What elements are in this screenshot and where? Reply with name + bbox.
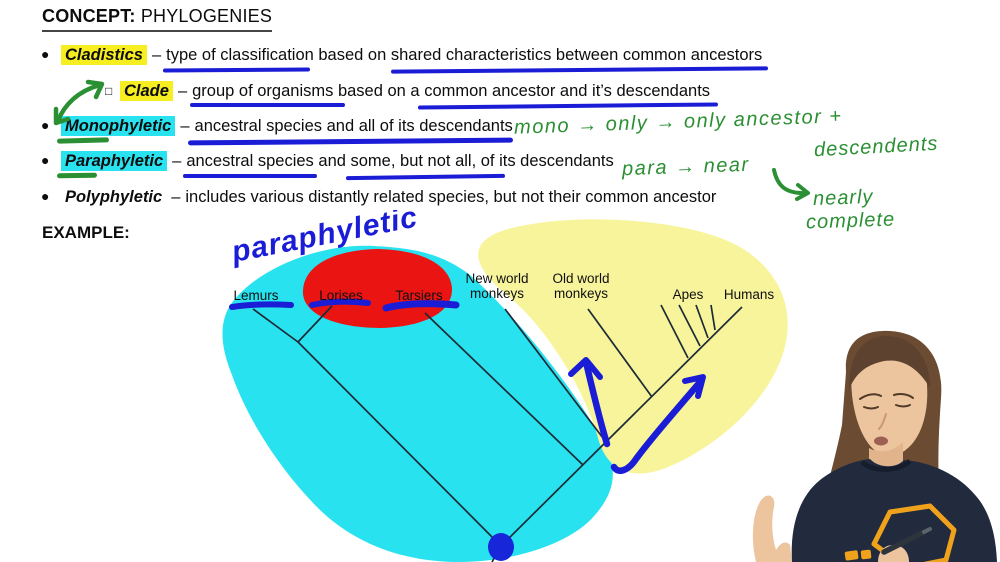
- separator: –: [151, 46, 162, 64]
- branch-ape-3: [695, 304, 709, 339]
- bullet-cladistics: ● Cladistics–type of classification based…: [41, 45, 763, 65]
- title-label: CONCEPT:: [42, 6, 136, 26]
- blue-underline-stroke: [382, 300, 460, 312]
- shirt-logo-letters: [860, 549, 872, 560]
- eyebrow: [893, 393, 914, 399]
- blue-label-underlines: [229, 298, 460, 312]
- label-lemurs: Lemurs: [233, 288, 278, 303]
- blue-underline-stroke: [345, 173, 506, 181]
- blue-underline-stroke: [190, 103, 345, 107]
- square-bullet-marker: □: [105, 84, 113, 98]
- definition-cladistics: type of classification based on shared c…: [166, 46, 763, 64]
- definition-paraphyletic: ancestral species and some, but not all,…: [186, 152, 614, 170]
- presenter: [752, 330, 997, 562]
- phylogeny-diagram: Lemurs Lorises Tarsiers New world monkey…: [222, 210, 997, 562]
- bullet-monophyletic: ● Monophyletic–ancestral species and all …: [41, 116, 513, 136]
- taxa-labels: Lemurs Lorises Tarsiers New world monkey…: [233, 271, 774, 303]
- term-cladistics: Cladistics: [61, 45, 147, 65]
- red-clade-blob: [302, 249, 453, 328]
- green-note-descendents: descendents: [813, 132, 939, 162]
- marker-pen-tip: [922, 527, 932, 534]
- example-heading: EXAMPLE:: [42, 223, 130, 242]
- blue-underline-stroke: [229, 301, 294, 310]
- label-apes: Apes: [673, 287, 704, 302]
- green-note-mono: mono → only → only ancestor +: [513, 105, 843, 139]
- blue-arrow-diagonal-head: [682, 374, 706, 399]
- term-paraphyletic: Paraphyletic: [61, 151, 168, 171]
- blue-underline-stroke: [183, 174, 317, 178]
- green-underline-stroke: [56, 137, 110, 144]
- shirt-hexagon-logo: [871, 503, 957, 562]
- root-node-dot: [488, 533, 514, 561]
- green-note-nearly: nearly: [812, 185, 874, 211]
- term-monophyletic: Monophyletic: [61, 116, 176, 136]
- blue-arrow-diagonal: [610, 378, 704, 474]
- green-note-para: para → near: [621, 153, 750, 181]
- separator: –: [177, 82, 188, 100]
- branch-ape-1: [660, 304, 689, 359]
- blue-underline-stroke: [187, 137, 514, 146]
- blue-underline-stroke: [390, 66, 769, 74]
- term-clade: Clade: [120, 81, 173, 101]
- label-lorises: Lorises: [319, 288, 363, 303]
- branch-ape-4: [710, 304, 716, 331]
- green-double-arrow-icon: [53, 79, 105, 126]
- blue-arrow-up: [582, 358, 611, 448]
- bullet-clade: □ Clade–group of organisms based on a com…: [105, 81, 711, 101]
- label-humans: Humans: [724, 287, 775, 302]
- label-tarsiers: Tarsiers: [395, 288, 443, 303]
- yellow-clade-blob: [478, 219, 788, 474]
- bullet-marker: ●: [41, 117, 50, 133]
- branch-tarsiers: [424, 312, 584, 466]
- separator: –: [171, 188, 181, 206]
- separator: –: [172, 152, 182, 170]
- branch-strepsirrhine: [297, 341, 502, 547]
- branch-new-world-monkeys: [504, 308, 607, 443]
- presenter-mouth: [874, 436, 888, 446]
- cyan-paraphyletic-blob: [222, 245, 613, 562]
- bullet-marker: ●: [41, 46, 50, 62]
- blue-underline-stroke: [417, 102, 719, 110]
- shirt-logo-letters: [844, 550, 859, 561]
- branch-lorises: [297, 305, 333, 343]
- bullet-marker: ●: [41, 152, 50, 168]
- eyebrow: [859, 393, 882, 400]
- separator: –: [180, 117, 190, 135]
- definition-clade: group of organisms based on a common anc…: [192, 82, 711, 100]
- blue-underline-stroke: [162, 67, 311, 73]
- bullet-marker: ●: [41, 188, 50, 204]
- eye: [863, 406, 879, 410]
- blue-annotation-arrows: [568, 357, 706, 474]
- label-new-world-line2: monkeys: [470, 286, 524, 301]
- page-title: CONCEPT: PHYLOGENIES: [42, 6, 273, 32]
- bullet-paraphyletic: ● Paraphyletic–ancestral species and some…: [41, 151, 614, 171]
- blue-underline-stroke: [309, 298, 371, 308]
- branch-ape-2: [678, 304, 701, 347]
- eye: [895, 404, 911, 408]
- marker-pen: [881, 529, 927, 555]
- phylogenetic-tree: [252, 304, 743, 562]
- bullet-polyphyletic: ● Polyphyletic–includes various distantly…: [41, 188, 716, 207]
- title-value: PHYLOGENIES: [140, 6, 273, 26]
- presenter-bangs: [849, 336, 930, 390]
- label-new-world-line1: New world: [465, 271, 528, 286]
- branch-old-world-monkeys: [587, 308, 653, 398]
- nose: [878, 413, 887, 430]
- blue-arrow-up-head: [568, 357, 603, 380]
- tree-backbone: [500, 306, 743, 547]
- label-old-world-line1: Old world: [552, 271, 609, 286]
- presenter-face: [851, 340, 928, 457]
- green-hook-arrow-icon: [772, 168, 810, 201]
- label-old-world-line2: monkeys: [554, 286, 608, 301]
- shirt-collar: [860, 458, 912, 472]
- branch-lemurs: [252, 308, 299, 343]
- green-underline-stroke: [56, 172, 98, 179]
- presenter-face-features: [859, 393, 914, 430]
- presenter-gesturing-hand: [752, 495, 792, 562]
- term-polyphyletic: Polyphyletic: [65, 188, 163, 206]
- definition-monophyletic: ancestral species and all of its descend…: [194, 117, 513, 135]
- definition-polyphyletic: includes various distantly related speci…: [185, 188, 717, 206]
